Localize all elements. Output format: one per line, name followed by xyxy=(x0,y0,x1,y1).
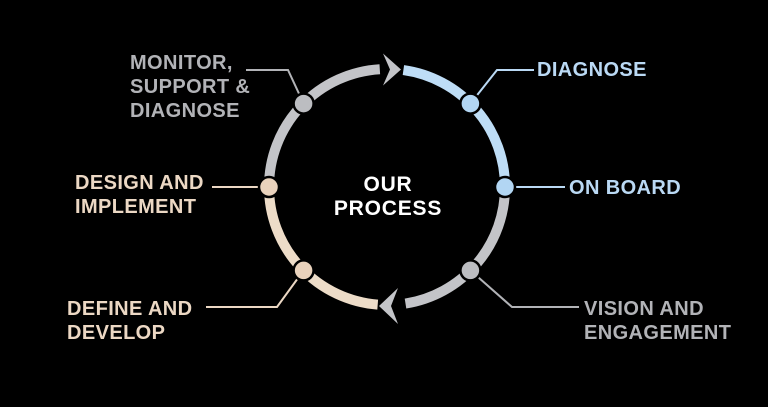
step-dot-diagnose xyxy=(459,92,482,115)
label-define-and-develop: DEFINE AND DEVELOP xyxy=(67,297,192,345)
label-line: IMPLEMENT xyxy=(75,196,197,218)
label-line: DIAGNOSE xyxy=(130,100,240,122)
step-dot-vision-and-engagement xyxy=(459,259,482,282)
label-design-and-implement: DESIGN AND IMPLEMENT xyxy=(75,171,204,219)
center-title: OUR PROCESS xyxy=(333,173,443,220)
step-dot-monitor-support-diagnose xyxy=(292,92,315,115)
label-line: ON BOARD xyxy=(569,177,682,199)
label-line: DEFINE AND xyxy=(67,298,193,320)
label-monitor-support-diagnose: MONITOR, SUPPORT & DIAGNOSE xyxy=(130,51,250,123)
label-line: VISION AND xyxy=(584,298,704,320)
label-line: DIAGNOSE xyxy=(537,59,647,81)
label-line: DESIGN AND xyxy=(75,172,204,194)
arrow-left-icon xyxy=(379,288,398,324)
label-line: ENGAGEMENT xyxy=(584,322,732,344)
arc-segment-gray-top-left xyxy=(264,64,381,188)
arc-segment-blue-top-right xyxy=(402,65,510,188)
arrow-right-icon xyxy=(383,53,401,86)
step-dot-design-and-implement xyxy=(257,175,281,199)
label-line: DEVELOP xyxy=(67,322,166,344)
label-vision-and-engagement: VISION AND ENGAGEMENT xyxy=(584,297,731,345)
step-dot-on-board xyxy=(493,175,517,199)
connector-monitor-support-diagnose xyxy=(246,69,305,105)
connector-vision-and-engagement xyxy=(469,269,579,308)
label-line: MONITOR, xyxy=(130,52,233,74)
label-on-board: ON BOARD xyxy=(569,176,681,200)
label-line: SUPPORT & xyxy=(130,76,251,98)
step-dot-define-and-develop xyxy=(292,259,315,282)
connector-define-and-develop xyxy=(206,269,305,308)
connector-diagnose xyxy=(469,69,534,105)
label-diagnose: DIAGNOSE xyxy=(537,58,647,82)
